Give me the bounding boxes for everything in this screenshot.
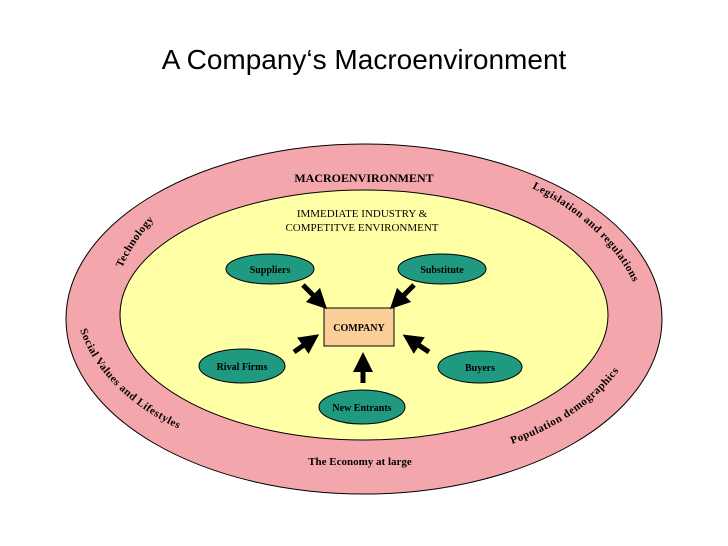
- economy-label: The Economy at large: [308, 456, 412, 468]
- substitute-label: Substitute: [420, 265, 464, 276]
- company-label: COMPANY: [333, 323, 385, 334]
- rival-firms-oval: [198, 348, 286, 384]
- suppliers-oval: [225, 253, 315, 285]
- arrow-buyers-to-company: [402, 334, 431, 355]
- buyers-oval: [437, 350, 523, 384]
- industry-label-line1: IMMEDIATE INDUSTRY &: [297, 208, 428, 220]
- arrow-substitute-to-company: [389, 283, 416, 310]
- buyers-node: Buyers: [437, 350, 523, 384]
- company-box: [323, 307, 395, 347]
- macroenvironment-label: MACROENVIRONMENT: [294, 171, 433, 185]
- substitute-oval: [397, 253, 487, 285]
- industry-label-line2: COMPETITVE ENVIRONMENT: [285, 222, 438, 234]
- new-entrants-label: New Entrants: [332, 403, 391, 414]
- arrow-rival-firms-to-company: [292, 334, 320, 355]
- rival-firms-node: Rival Firms: [198, 348, 286, 384]
- buyers-label: Buyers: [465, 363, 495, 374]
- page-title: A Company‘s Macroenvironment: [161, 44, 567, 75]
- substitute-node: Substitute: [397, 253, 487, 285]
- arrow-suppliers-to-company: [301, 283, 328, 310]
- rival-firms-label: Rival Firms: [217, 362, 268, 373]
- suppliers-node: Suppliers: [225, 253, 315, 285]
- suppliers-label: Suppliers: [250, 265, 291, 276]
- new-entrants-node: New Entrants: [318, 389, 406, 425]
- new-entrants-oval: [318, 389, 406, 425]
